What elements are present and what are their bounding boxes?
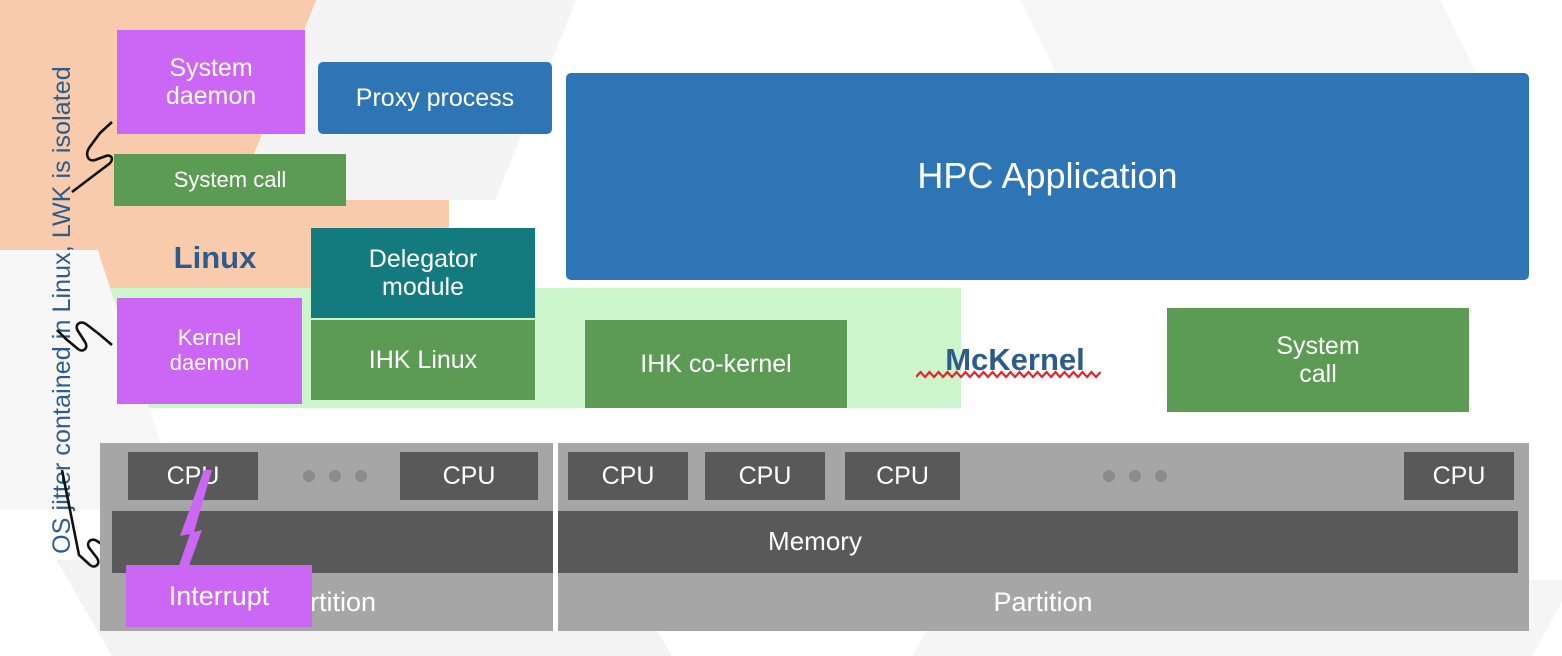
cpu-ellipsis-right bbox=[1103, 470, 1167, 482]
proxy-process-box: Proxy process bbox=[318, 62, 552, 134]
mckernel-title-label: McKernel bbox=[945, 342, 1085, 377]
memory-bar: Memory bbox=[112, 511, 1518, 573]
ihk-cokernel-box: IHK co-kernel bbox=[585, 320, 847, 408]
system-daemon-box: System daemon bbox=[117, 30, 305, 134]
interrupt-pointer-arrow bbox=[176, 470, 212, 574]
ihk-linux-box: IHK Linux bbox=[311, 320, 535, 400]
cpu-box: CPU bbox=[845, 452, 960, 500]
system-daemon-line1: System bbox=[169, 54, 253, 82]
cpu-ellipsis-left bbox=[303, 470, 367, 482]
cpu-box: CPU bbox=[128, 452, 258, 500]
spellcheck-squiggle-underline bbox=[916, 370, 1101, 379]
mckernel-syscall-line1: System bbox=[1276, 332, 1360, 360]
delegator-line2: module bbox=[382, 273, 464, 301]
cpu-box: CPU bbox=[568, 452, 688, 500]
system-daemon-line2: daemon bbox=[165, 82, 257, 110]
interrupt-callout-box: Interrupt bbox=[126, 565, 312, 627]
cpu-box: CPU bbox=[1404, 452, 1514, 500]
delegator-line1: Delegator bbox=[368, 245, 478, 273]
partition-right-label: Partition bbox=[557, 573, 1529, 631]
kernel-daemon-box: Kernel daemon bbox=[117, 298, 302, 404]
cpu-box: CPU bbox=[705, 452, 825, 500]
kernel-daemon-line2: daemon bbox=[169, 350, 250, 375]
partition-divider bbox=[553, 443, 558, 631]
kernel-daemon-line1: Kernel bbox=[177, 325, 242, 351]
linux-title-label: Linux bbox=[173, 240, 257, 275]
mckernel-syscall-line2: call bbox=[1299, 360, 1337, 388]
linux-system-call-box: System call bbox=[114, 154, 346, 206]
side-annotation-label: OS jitter contained in Linux, LWK is iso… bbox=[47, 66, 76, 554]
hpc-application-box: HPC Application bbox=[566, 73, 1529, 280]
delegator-module-box: Delegator module bbox=[311, 228, 535, 318]
cpu-box: CPU bbox=[400, 452, 538, 500]
mckernel-system-call-box: System call bbox=[1167, 308, 1469, 412]
